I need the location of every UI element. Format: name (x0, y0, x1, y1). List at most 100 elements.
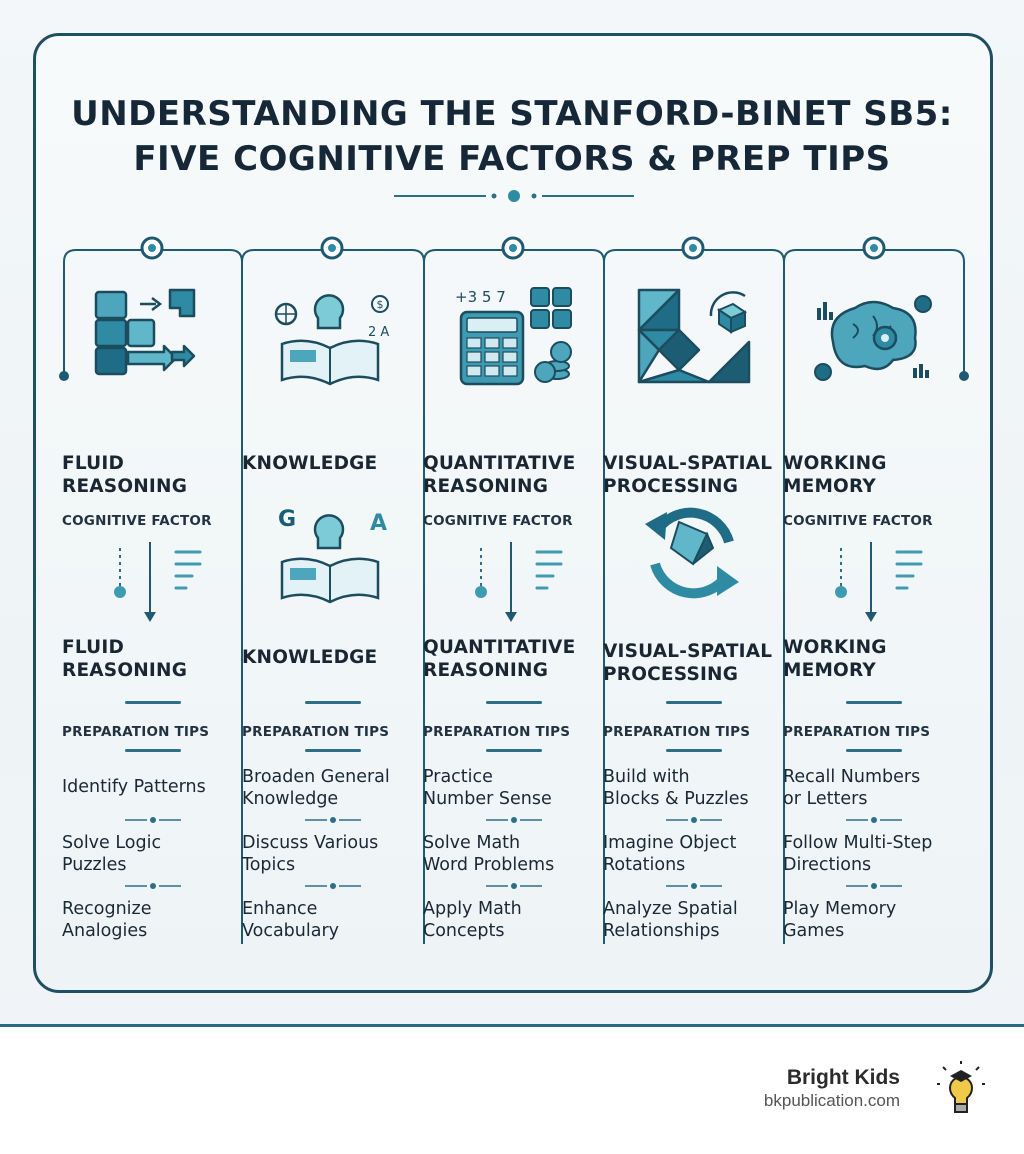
title-line-2: FIVE COGNITIVE FACTORS & PREP TIPS (133, 139, 891, 179)
text-line: VISUAL-SPATIAL (603, 453, 773, 474)
text-line: Recall Numbers (783, 767, 921, 787)
preparation-tips-label: PREPARATION TIPS (783, 724, 931, 740)
text-line: Rotations (603, 855, 686, 875)
title-line-1: UNDERSTANDING THE STANFORD-BINET SB5: (71, 94, 953, 134)
text-line: Follow Multi-Step (783, 833, 933, 853)
tip-separator (304, 817, 361, 823)
dollar-glyph: $ (377, 298, 384, 311)
tip-separator (845, 817, 902, 823)
factor-heading: KNOWLEDGE (242, 452, 423, 475)
text-line: PROCESSING (603, 664, 739, 685)
text-line: FLUID (62, 637, 125, 658)
brand-url[interactable]: bkpublication.com (763, 1091, 900, 1110)
preparation-tips-label: PREPARATION TIPS (423, 724, 571, 740)
text-line: Practice (423, 767, 493, 787)
divider-rule (304, 749, 361, 752)
svg-text:A: A (370, 511, 387, 536)
brain-gears-icon (814, 295, 932, 381)
rotation-arrows-icon (645, 507, 739, 599)
factor-heading-repeat: KNOWLEDGE (242, 646, 423, 669)
tip-separator (665, 817, 722, 823)
text-line: Apply Math (423, 899, 522, 919)
divider-rule (665, 749, 722, 752)
calculator-icon: +3 5 7 (455, 287, 572, 386)
column-working-memory (783, 250, 964, 945)
book-lightbulb-letters-icon: G A (278, 507, 387, 604)
flow-arrow-icon (475, 542, 563, 622)
text-line: Enhance (242, 899, 318, 919)
divider-rule (485, 701, 542, 704)
divider-rule (845, 701, 902, 704)
text-line: MEMORY (783, 476, 877, 497)
brand-name: Bright Kids (786, 1066, 900, 1089)
text-line: Play Memory (783, 899, 897, 919)
text-line: Vocabulary (242, 921, 340, 941)
divider-rule (665, 701, 722, 704)
bottom-rule (0, 1024, 1024, 1027)
text-line: REASONING (423, 476, 549, 497)
cognitive-factor-label: COGNITIVE FACTOR (62, 513, 212, 529)
text-line: MEMORY (783, 660, 877, 681)
glyph-2: 2 A (368, 325, 389, 340)
flow-arrow-icon (835, 542, 923, 622)
text-line: Discuss Various (242, 833, 379, 853)
title-ornament (394, 190, 634, 202)
text-line: Recognize (62, 899, 152, 919)
divider-rule (485, 749, 542, 752)
text-line: Analogies (62, 921, 148, 941)
flow-arrow-icon (114, 542, 202, 622)
text-line: WORKING (783, 637, 887, 658)
text-line: VISUAL-SPATIAL (603, 641, 773, 662)
preparation-tips-label: PREPARATION TIPS (242, 724, 390, 740)
preparation-tips-label: PREPARATION TIPS (603, 724, 751, 740)
text-line: KNOWLEDGE (242, 453, 378, 474)
tip-separator (124, 883, 181, 889)
text-line: PROCESSING (603, 476, 739, 497)
column-knowledge: $ 2 A G A (242, 250, 423, 945)
svg-text:G: G (278, 507, 296, 532)
tip-separator (124, 817, 181, 823)
text-line: Concepts (423, 921, 505, 941)
preparation-tips-label: PREPARATION TIPS (62, 724, 210, 740)
text-line: Broaden General (242, 767, 390, 787)
divider-rule (845, 749, 902, 752)
text-line: Blocks & Puzzles (603, 789, 749, 809)
column-fluid-reasoning (62, 250, 243, 945)
tip-separator (665, 883, 722, 889)
lightbulb-graduate-icon (937, 1061, 985, 1113)
svg-text:+3 5 7: +3 5 7 (455, 288, 506, 306)
text-line: Puzzles (62, 855, 127, 875)
text-line: Topics (242, 855, 296, 875)
text-line: REASONING (62, 660, 188, 681)
divider-rule (124, 749, 181, 752)
text-line: QUANTITATIVE (423, 453, 576, 474)
text-line: Relationships (603, 921, 720, 941)
cognitive-factor-label: COGNITIVE FACTOR (423, 513, 573, 529)
page-title: UNDERSTANDING THE STANFORD-BINET SB5: FI… (40, 92, 984, 182)
text-line: Solve Math (423, 833, 521, 853)
column-visual-spatial-processing (603, 250, 784, 945)
text-line: Identify Patterns (62, 777, 206, 797)
tangram-icon (637, 288, 751, 384)
text-line: Solve Logic (62, 833, 162, 853)
text-line: Build with (603, 767, 690, 787)
cognitive-factor-label: COGNITIVE FACTOR (783, 513, 933, 529)
text-line: REASONING (62, 476, 188, 497)
